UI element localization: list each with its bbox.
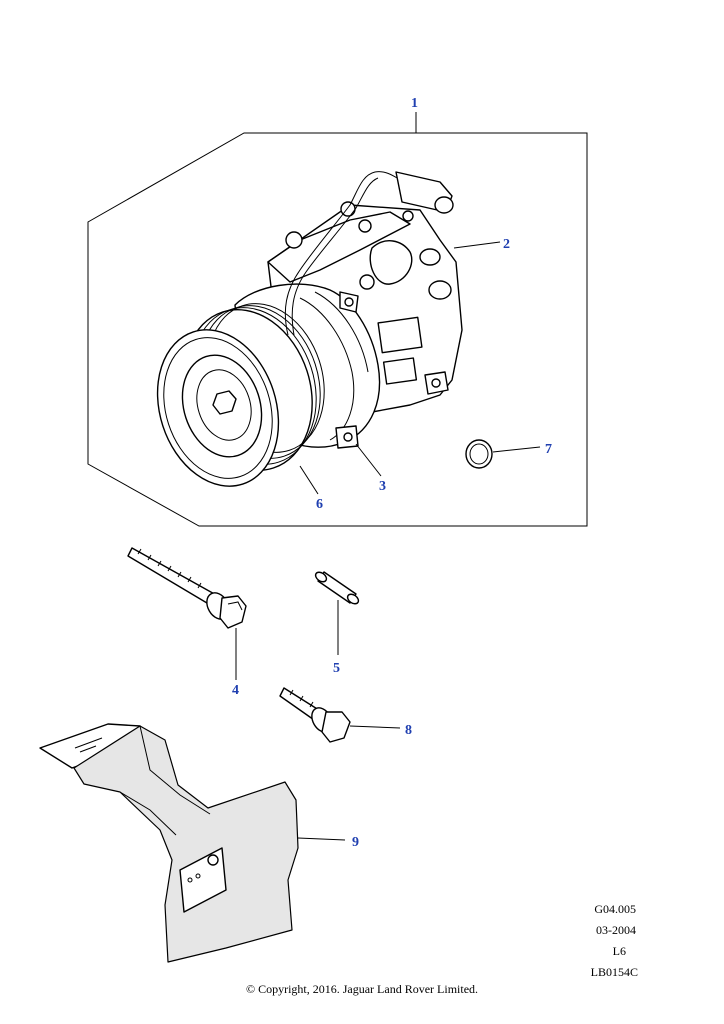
leader-3 (355, 443, 382, 477)
compressor-assembly (234, 171, 463, 449)
callout-9: 9 (352, 835, 359, 850)
heat-shield (39, 723, 299, 963)
dowel-sleeve (314, 571, 360, 605)
diagram-reference: G04.005 (594, 902, 636, 916)
long-bolt (127, 547, 247, 629)
o-ring (465, 439, 493, 469)
callout-1: 1 (411, 96, 418, 111)
leader-6 (299, 465, 319, 495)
short-bolt (279, 687, 351, 743)
diagram-date: 03-2004 (596, 923, 636, 937)
callout-7: 7 (545, 442, 552, 457)
callout-2: 2 (503, 237, 510, 252)
leader-8 (349, 725, 401, 729)
leader-7 (492, 446, 541, 453)
diagram-variant: L6 (612, 944, 626, 958)
diagram-code: LB0154C (590, 965, 638, 979)
leader-9 (297, 837, 346, 841)
callout-6: 6 (316, 497, 323, 512)
callout-3: 3 (379, 479, 386, 494)
leader-2 (453, 241, 501, 249)
copyright-notice: © Copyright, 2016. Jaguar Land Rover Lim… (245, 982, 479, 996)
clutch-pulley (156, 303, 325, 487)
callout-8: 8 (405, 723, 412, 738)
callout-4: 4 (232, 683, 239, 698)
callout-5: 5 (333, 661, 340, 676)
assembly-frame (87, 132, 588, 527)
